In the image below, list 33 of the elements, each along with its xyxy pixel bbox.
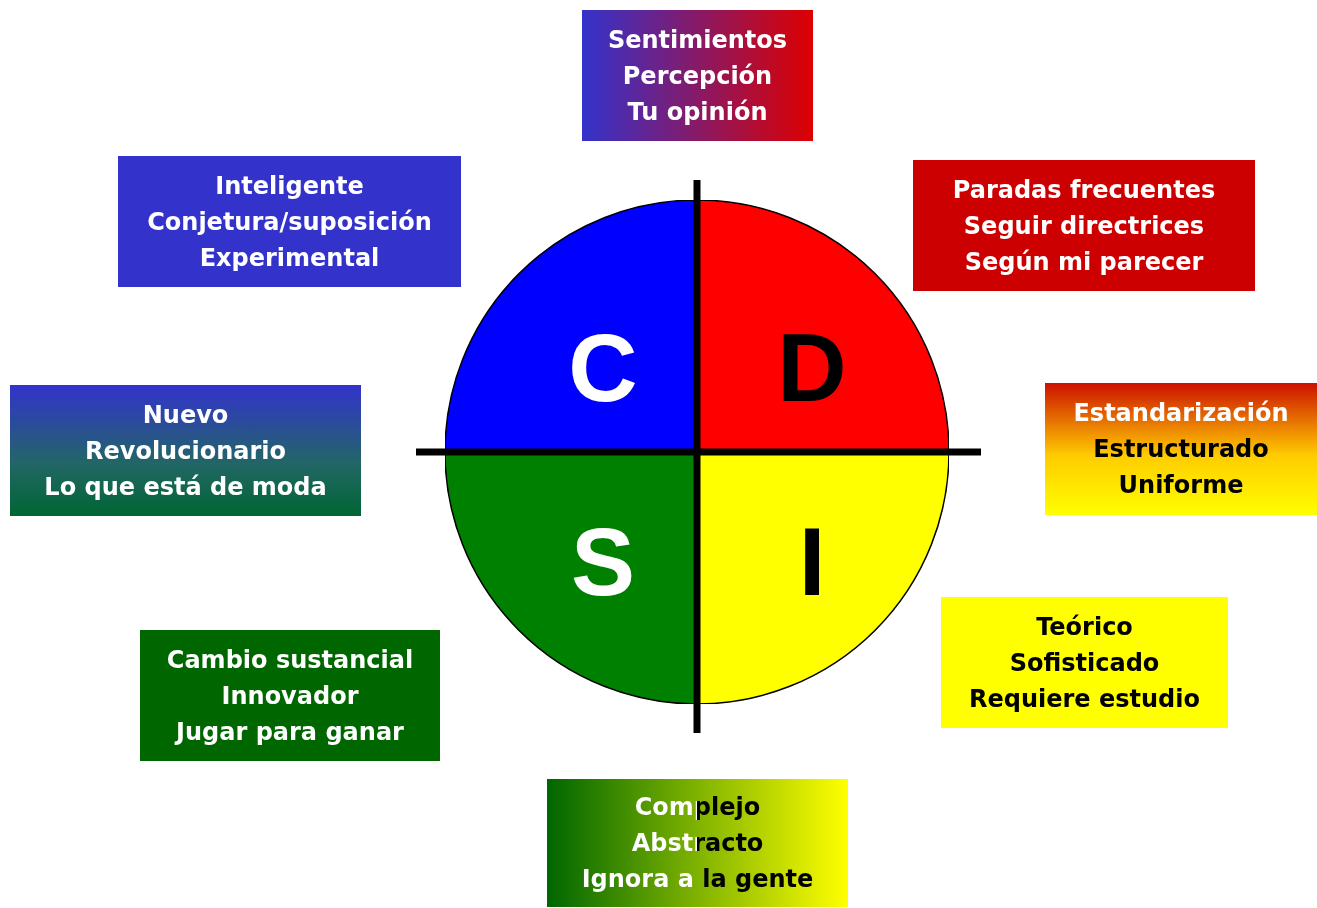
text-card — [10, 385, 361, 516]
text-card — [118, 156, 461, 287]
card-text: Percepción — [622, 60, 773, 92]
card-text: Lo que está de moda — [44, 471, 327, 503]
card-text: Sentimientos — [607, 24, 788, 56]
card-text: Seguir directrices — [963, 210, 1205, 242]
text-card — [547, 779, 848, 907]
text-card — [140, 630, 440, 761]
card-text: Paradas frecuentes — [952, 174, 1216, 206]
text-card — [1045, 383, 1317, 515]
card-text: Estructurado — [1093, 434, 1269, 465]
text-card — [582, 10, 813, 141]
card-text: Requiere estudio — [969, 683, 1200, 715]
card-text: Tu opinión — [627, 96, 768, 128]
card-text: Uniforme — [1118, 470, 1244, 501]
quadrant-letter: S — [571, 514, 635, 610]
quadrant-letter: D — [777, 320, 847, 416]
quadrant-letter: C — [568, 320, 638, 416]
card-text: Innovador — [221, 680, 359, 712]
card-text: Teórico — [1036, 611, 1133, 643]
card-text: Según mi parecer — [964, 246, 1204, 278]
card-text: Sofisticado — [1009, 647, 1160, 679]
card-text: Experimental — [199, 242, 380, 274]
card-text: Conjetura/suposición — [147, 206, 432, 238]
card-text: Revolucionario — [85, 435, 286, 467]
card-text: Inteligente — [215, 170, 364, 202]
text-card — [941, 597, 1228, 728]
card-text: Estandarización — [1073, 398, 1289, 429]
card-text: Nuevo — [142, 399, 229, 431]
card-text: Cambio sustancial — [166, 644, 414, 676]
quadrant-letter: I — [798, 514, 826, 610]
text-card — [913, 160, 1255, 291]
card-text: Jugar para ganar — [176, 716, 404, 748]
